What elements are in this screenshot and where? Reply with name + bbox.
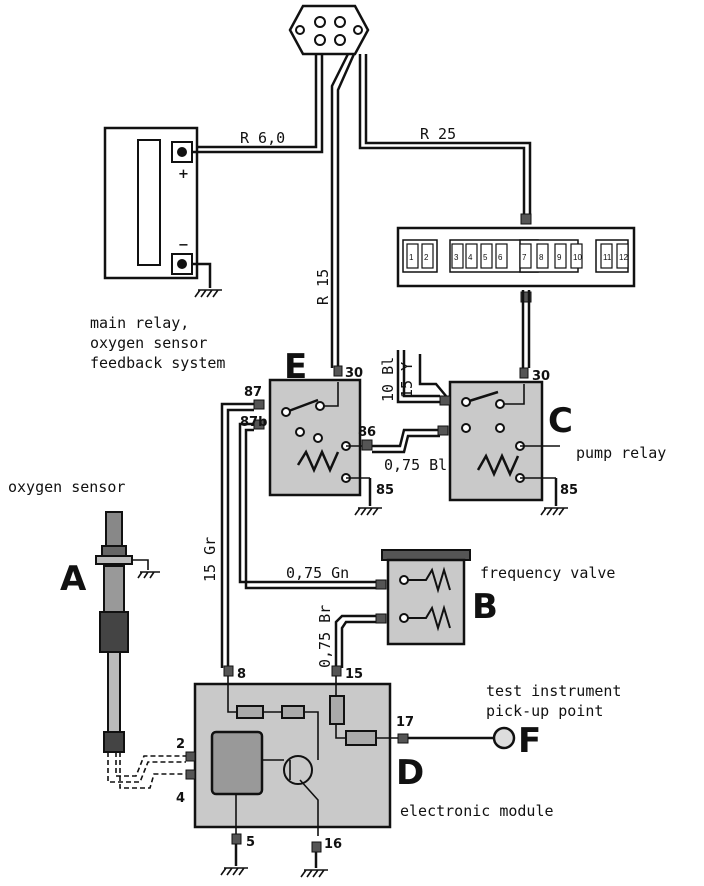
testpoint-letter-F: F (518, 721, 541, 761)
fuse-number-2: 2 (424, 253, 429, 262)
fuse-12 (616, 243, 629, 269)
fuse-number-8: 8 (539, 253, 544, 262)
fuse-number-5: 5 (483, 253, 488, 262)
label-test-instrument-1: test instrument (486, 682, 621, 700)
top-connector (288, 4, 370, 56)
electronic-module-D (193, 676, 400, 836)
fuse-number-7: 7 (522, 253, 527, 262)
wire-label-10bl: 10 Bl (379, 357, 397, 402)
battery-minus-sign: − (178, 238, 189, 253)
fuse-3 (451, 243, 464, 269)
fuse-8 (536, 243, 549, 269)
valve-letter-B: B (472, 587, 498, 627)
wire-label-15y: 15 Y (398, 362, 416, 398)
fuse-4 (465, 243, 478, 269)
wire-label-075gn: 0,75 Gn (286, 564, 349, 582)
fuse-5 (480, 243, 493, 269)
label-oxygen-sensor: oxygen sensor (8, 478, 125, 496)
terminal-d8: 8 (237, 667, 246, 682)
fuse-9 (554, 243, 567, 269)
relay-letter-E: E (284, 347, 307, 387)
terminal-e85: 85 (376, 483, 394, 498)
battery: + − (103, 126, 199, 280)
oxygen-sensor-A (95, 511, 133, 753)
fuse-number-3: 3 (454, 253, 459, 262)
terminal-d4: 4 (176, 791, 185, 806)
relay-letter-C: C (548, 401, 573, 441)
fuse-6 (495, 243, 508, 269)
fuse-11 (600, 243, 613, 269)
wire-label-15gr: 15 Gr (201, 537, 219, 582)
terminal-e30: 30 (345, 366, 363, 381)
fuse-10 (570, 243, 583, 269)
label-electronic-module: electronic module (400, 802, 554, 820)
terminal-d5: 5 (246, 835, 255, 850)
fuse-number-1: 1 (409, 253, 414, 262)
fuse-number-12: 12 (619, 253, 628, 262)
label-main-relay-1: main relay, (90, 314, 189, 332)
wire-label-075bl: 0,75 Bl (384, 456, 447, 474)
terminal-d16: 16 (324, 837, 342, 852)
wire-label-r25: R 25 (420, 125, 456, 143)
pump-relay-C (448, 380, 560, 502)
wire-label-075br: 0,75 Br (316, 605, 334, 668)
battery-plus-sign: + (178, 167, 189, 182)
terminal-e87: 87 (244, 385, 262, 400)
fuse-2 (421, 243, 434, 269)
fuse-7 (519, 243, 532, 269)
terminal-d2: 2 (176, 737, 185, 752)
terminal-c85: 85 (560, 483, 578, 498)
fuse-number-6: 6 (498, 253, 503, 262)
terminal-d17: 17 (396, 715, 414, 730)
wire-label-r15: R 15 (314, 269, 332, 305)
fuse-number-10: 10 (573, 253, 582, 262)
module-letter-D: D (396, 753, 424, 793)
fuse-1 (406, 243, 419, 269)
fuse-number-9: 9 (557, 253, 562, 262)
frequency-valve-B (381, 549, 471, 646)
label-pump-relay: pump relay (576, 444, 666, 462)
main-relay-E (268, 378, 370, 497)
terminal-e87b: 87b (240, 415, 267, 430)
label-frequency-valve: frequency valve (480, 564, 615, 582)
label-main-relay-2: oxygen sensor (90, 334, 207, 352)
label-main-relay-3: feedback system (90, 354, 225, 372)
fuse-number-11: 11 (603, 253, 612, 262)
terminal-e86: 86 (358, 425, 376, 440)
sensor-letter-A: A (60, 559, 87, 599)
terminal-c30: 30 (532, 369, 550, 384)
terminal-d15: 15 (345, 667, 363, 682)
fuse-number-4: 4 (468, 253, 473, 262)
label-test-instrument-2: pick-up point (486, 702, 603, 720)
wire-label-r60: R 6,0 (240, 129, 285, 147)
